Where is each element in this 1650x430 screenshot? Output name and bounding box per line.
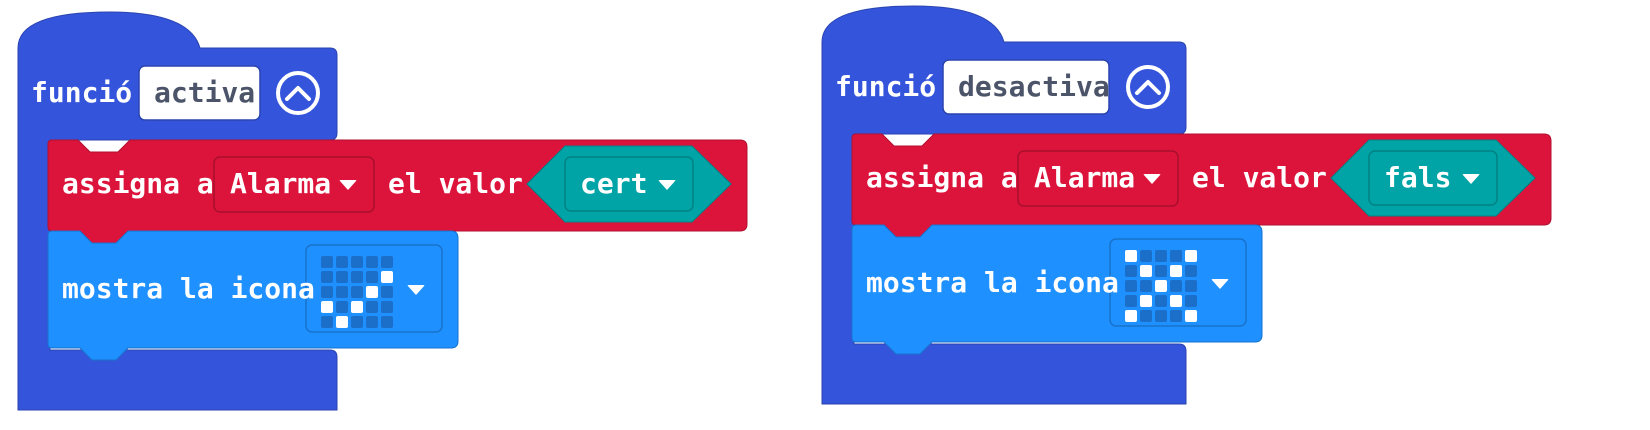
led-off bbox=[1185, 265, 1197, 277]
led-off bbox=[336, 256, 348, 268]
led-off bbox=[1155, 310, 1167, 322]
led-off bbox=[1155, 295, 1167, 307]
led-off bbox=[351, 286, 363, 298]
led-off bbox=[351, 271, 363, 283]
led-off bbox=[336, 286, 348, 298]
function-keyword: funció bbox=[835, 70, 937, 103]
led-off bbox=[336, 301, 348, 313]
function-keyword: funció bbox=[31, 76, 133, 109]
led-on bbox=[1155, 280, 1167, 292]
led-off bbox=[1170, 310, 1182, 322]
boolean-dropdown[interactable] bbox=[564, 156, 694, 212]
function-activa-stack: funció activa assigna a Alarma el valor … bbox=[0, 0, 780, 430]
led-off bbox=[351, 316, 363, 328]
set-middle-label: el valor bbox=[388, 167, 523, 200]
led-on bbox=[336, 316, 348, 328]
variable-dropdown[interactable] bbox=[213, 156, 375, 213]
boolean-dropdown[interactable] bbox=[1368, 150, 1498, 206]
led-off bbox=[321, 286, 333, 298]
block-shapes bbox=[17, 11, 748, 411]
chevron-down-icon[interactable] bbox=[339, 180, 357, 190]
led-on bbox=[1185, 310, 1197, 322]
led-on bbox=[1125, 310, 1137, 322]
set-middle-label: el valor bbox=[1192, 161, 1327, 194]
set-prefix-label: assigna a bbox=[62, 167, 214, 200]
chevron-down-icon[interactable] bbox=[407, 285, 425, 295]
function-name[interactable]: activa bbox=[154, 76, 256, 109]
set-prefix-label: assigna a bbox=[866, 161, 1018, 194]
chevron-up-circle-icon[interactable] bbox=[276, 71, 320, 115]
led-off bbox=[366, 271, 378, 283]
led-off bbox=[1185, 280, 1197, 292]
led-off bbox=[1170, 250, 1182, 262]
led-on bbox=[1170, 295, 1182, 307]
led-off bbox=[351, 256, 363, 268]
function-name-field[interactable] bbox=[138, 65, 261, 121]
led-off bbox=[381, 256, 393, 268]
led-off bbox=[336, 271, 348, 283]
led-on bbox=[1140, 265, 1152, 277]
led-on bbox=[351, 301, 363, 313]
led-icon-preview[interactable] bbox=[321, 256, 393, 328]
led-off bbox=[1125, 295, 1137, 307]
led-off bbox=[381, 286, 393, 298]
chevron-up-circle-icon[interactable] bbox=[1126, 65, 1170, 109]
led-on bbox=[366, 286, 378, 298]
led-off bbox=[321, 316, 333, 328]
led-off bbox=[1140, 250, 1152, 262]
led-off bbox=[1125, 265, 1137, 277]
led-on bbox=[321, 301, 333, 313]
led-off bbox=[1170, 280, 1182, 292]
led-off bbox=[1125, 280, 1137, 292]
led-off bbox=[1140, 280, 1152, 292]
led-on bbox=[381, 271, 393, 283]
led-on bbox=[1125, 250, 1137, 262]
show-icon-label: mostra la icona bbox=[866, 266, 1119, 299]
variable-name[interactable]: Alarma bbox=[230, 167, 332, 200]
led-on bbox=[1140, 295, 1152, 307]
led-off bbox=[381, 316, 393, 328]
led-off bbox=[321, 256, 333, 268]
function-name-field[interactable] bbox=[942, 59, 1110, 115]
chevron-down-icon[interactable] bbox=[658, 180, 676, 190]
chevron-down-icon[interactable] bbox=[1143, 174, 1161, 184]
variable-name[interactable]: Alarma bbox=[1034, 161, 1136, 194]
led-on bbox=[1170, 265, 1182, 277]
led-off bbox=[1155, 265, 1167, 277]
chevron-down-icon[interactable] bbox=[1211, 279, 1229, 289]
block-shapes bbox=[821, 5, 1552, 405]
led-off bbox=[1155, 250, 1167, 262]
led-off bbox=[1140, 310, 1152, 322]
led-off bbox=[321, 271, 333, 283]
led-off bbox=[1185, 295, 1197, 307]
led-off bbox=[366, 256, 378, 268]
led-on bbox=[1185, 250, 1197, 262]
function-desactiva-stack: funció desactiva assigna a Alarma el val… bbox=[804, 0, 1584, 424]
show-icon-label: mostra la icona bbox=[62, 272, 315, 305]
led-off bbox=[366, 316, 378, 328]
boolean-value[interactable]: fals bbox=[1384, 161, 1452, 194]
led-off bbox=[366, 301, 378, 313]
function-name[interactable]: desactiva bbox=[958, 70, 1110, 103]
variable-dropdown[interactable] bbox=[1017, 150, 1179, 207]
led-icon-preview[interactable] bbox=[1125, 250, 1197, 322]
led-off bbox=[381, 301, 393, 313]
chevron-down-icon[interactable] bbox=[1462, 174, 1480, 184]
boolean-value[interactable]: cert bbox=[580, 167, 648, 200]
